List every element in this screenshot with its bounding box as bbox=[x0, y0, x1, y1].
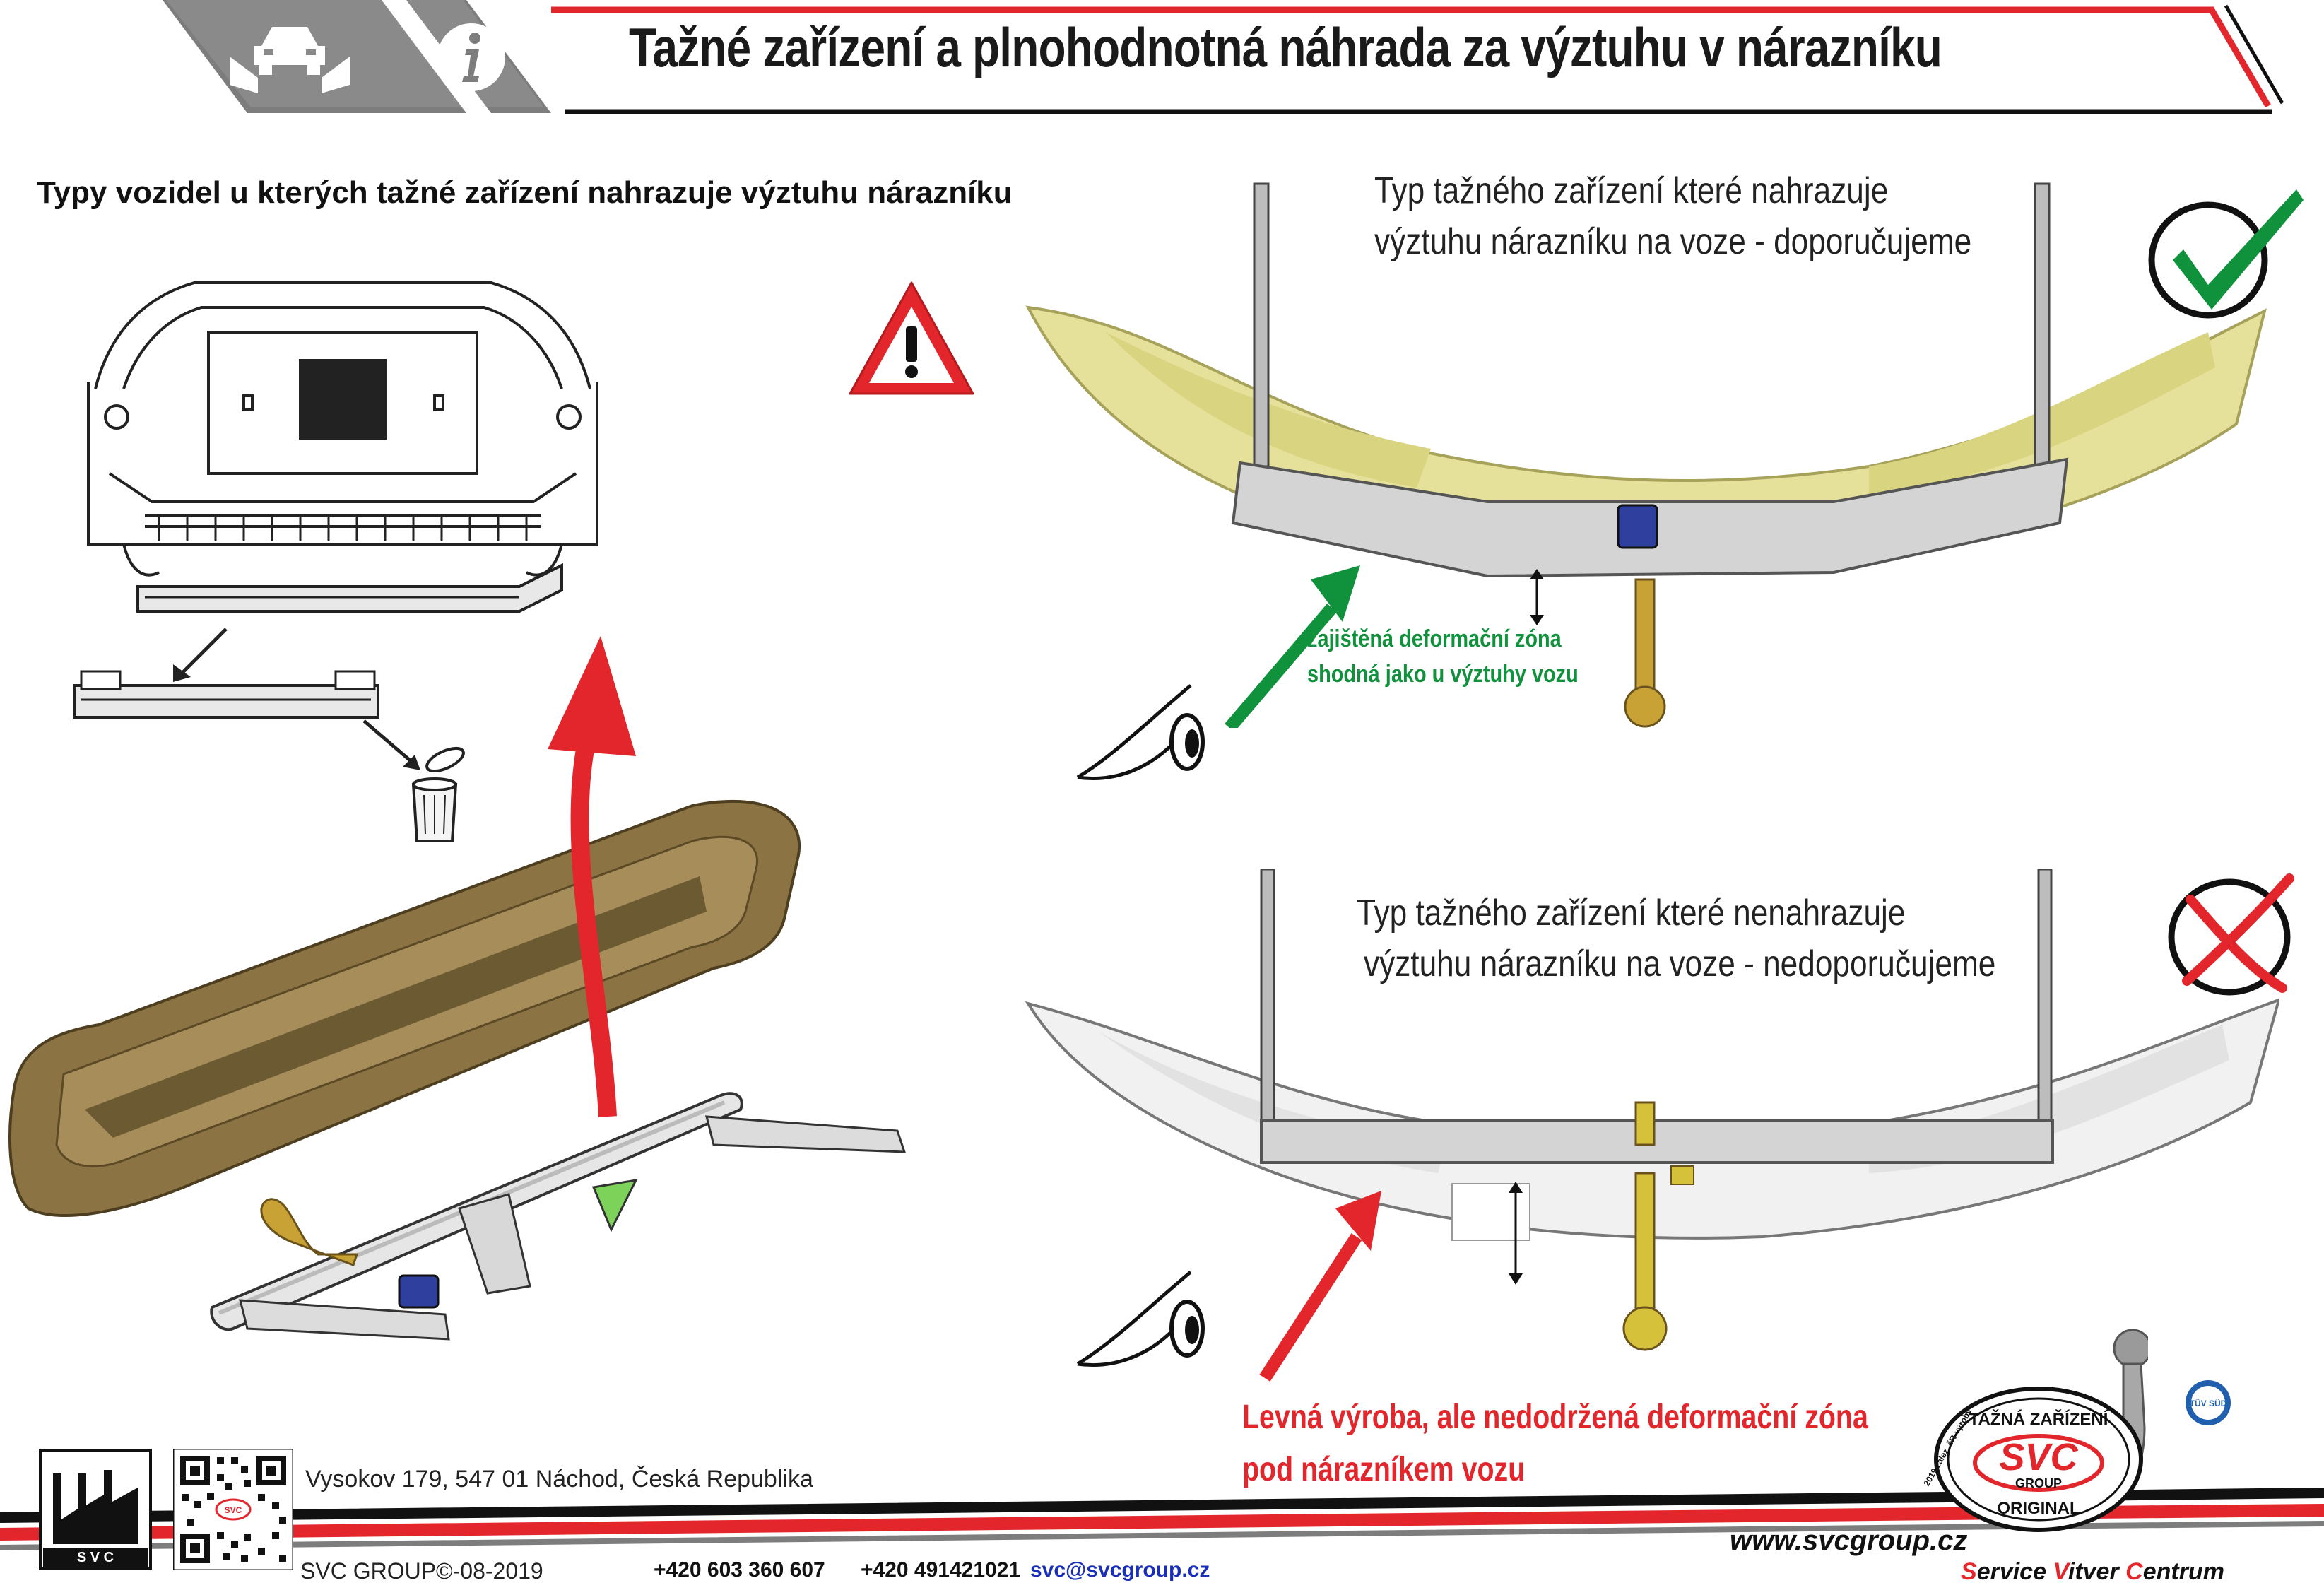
svg-text:TÜV SÜD: TÜV SÜD bbox=[2190, 1398, 2227, 1408]
svg-text:SVC: SVC bbox=[1999, 1436, 2078, 1478]
email-link[interactable]: svc@svcgroup.cz bbox=[1030, 1558, 1210, 1582]
footer-stripes bbox=[0, 1488, 2324, 1550]
not-recommended-caption-line2: výztuhu nárazníku na voze - nedoporučuje… bbox=[1364, 943, 1996, 984]
svg-text:SVC: SVC bbox=[225, 1505, 242, 1515]
page-title: Tažné zařízení a plnohodnotná náhrada za… bbox=[629, 16, 1942, 78]
website-link[interactable]: www.svcgroup.cz bbox=[1730, 1525, 1968, 1556]
recommended-towbar-diagram bbox=[1025, 182, 2267, 728]
warning-exclamation-icon bbox=[849, 281, 974, 395]
eye-icon bbox=[1076, 1271, 1205, 1367]
deformation-zone-note-line2: shodná jako u výztuhy vozu bbox=[1307, 661, 1579, 688]
company-address: Vysokov 179, 547 01 Náchod, Česká Republ… bbox=[305, 1466, 813, 1493]
car-service-icon bbox=[230, 27, 350, 93]
not-recommended-towbar-diagram bbox=[1025, 869, 2279, 1382]
car-rear-illustration bbox=[87, 281, 598, 613]
service-center-name: Service Vitver Centrum bbox=[1961, 1558, 2224, 1585]
qr-code[interactable]: SVC bbox=[173, 1449, 293, 1570]
green-check-icon bbox=[2148, 189, 2304, 319]
phone-number-1[interactable]: +420 603 360 607 bbox=[654, 1558, 825, 1582]
tuv-badge-icon: TÜV SÜD bbox=[2186, 1380, 2231, 1425]
copyright: SVC GROUP©-08-2019 bbox=[300, 1558, 543, 1584]
not-recommended-note-line2: pod nárazníkem vozu bbox=[1242, 1451, 1526, 1488]
red-install-arrow bbox=[548, 636, 636, 1117]
factory-logo: S V C bbox=[39, 1449, 152, 1570]
deformation-zone-note-line1: zajištěná deformační zóna bbox=[1307, 625, 1562, 652]
recommended-caption-line1: Typ tažného zařízení které nahrazuje bbox=[1374, 170, 1889, 211]
towbar-assembly-illustration bbox=[210, 1092, 907, 1341]
not-recommended-note-line1: Levná výroba, ale nedodržená deformační … bbox=[1242, 1399, 1868, 1436]
section-title: Typy vozidel u kterých tažné zařízení na… bbox=[37, 175, 1013, 210]
svc-brand-logo: TAŽNÁ ZAŘÍZENÍ SVC GROUP ORIGINAL 2019 z… bbox=[1921, 1329, 2148, 1532]
svg-text:GROUP: GROUP bbox=[2015, 1476, 2062, 1490]
svg-text:TAŽNÁ ZAŘÍZENÍ: TAŽNÁ ZAŘÍZENÍ bbox=[1969, 1409, 2109, 1429]
phone-number-2[interactable]: +420 491421021 bbox=[861, 1558, 1021, 1582]
eye-icon bbox=[1076, 684, 1205, 780]
recommended-caption-line2: výztuhu nárazníku na voze - doporučujeme bbox=[1374, 221, 1972, 262]
info-icon bbox=[437, 23, 505, 91]
red-cross-icon bbox=[2168, 873, 2294, 996]
svg-text:S V C: S V C bbox=[77, 1550, 114, 1565]
not-recommended-caption-line1: Typ tažného zařízení které nenahrazuje bbox=[1357, 893, 1906, 934]
removed-reinforcement bbox=[73, 628, 465, 842]
svg-text:ORIGINAL: ORIGINAL bbox=[1997, 1499, 2080, 1518]
